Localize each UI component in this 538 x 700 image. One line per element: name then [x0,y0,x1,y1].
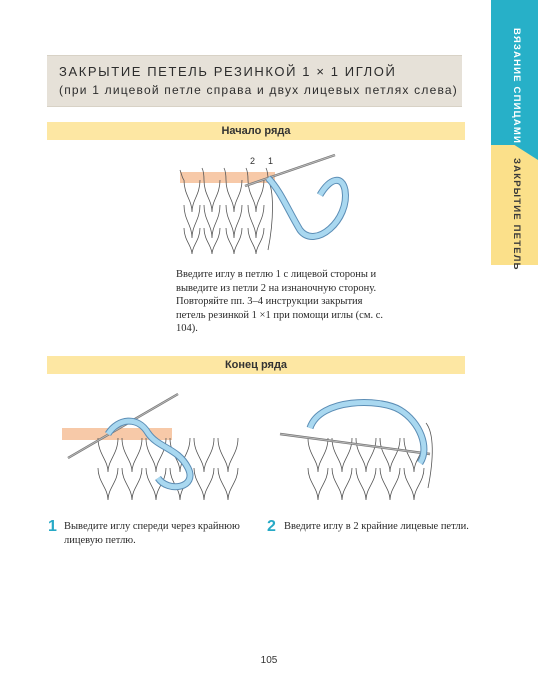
diagram-end-step-1 [62,392,239,501]
section-heading-end: Конец ряда [47,356,465,374]
step-2-text: Введите иглу в 2 крайние лицевые петли. [284,521,469,532]
page-subtitle: (при 1 лицевой петле справа и двух лицев… [59,83,458,97]
side-tab-knitting-arrow [491,145,538,265]
diagram-label-1: 1 [268,156,273,166]
page-number: 105 [260,655,278,666]
diagram-start-of-row: 2 1 [179,153,349,255]
step-1-number: 1 [48,518,57,535]
step-1-text: Выведите иглу спереди через крайнюю лице… [64,521,240,546]
side-tab-top-label: ВЯЗАНИЕ СПИЦАМИ [511,28,522,144]
page-title: Закрытие петель резинкой 1 × 1 иглой [59,64,397,79]
step-2-number: 2 [267,518,276,535]
section-title-box: Закрытие петель резинкой 1 × 1 иглой (пр… [47,55,462,107]
diagram-label-2: 2 [250,156,255,166]
side-tab-chevron [491,130,538,160]
section-heading-start: Начало ряда [47,122,465,140]
instruction-paragraph: Введите иглу в петлю 1 с лицевой стороны… [176,269,383,334]
diagram-end-step-2 [279,399,433,501]
side-tab-bottom-label: ЗАКРЫТИЕ ПЕТЕЛЬ [511,158,522,271]
side-tab-knitting [491,0,538,145]
